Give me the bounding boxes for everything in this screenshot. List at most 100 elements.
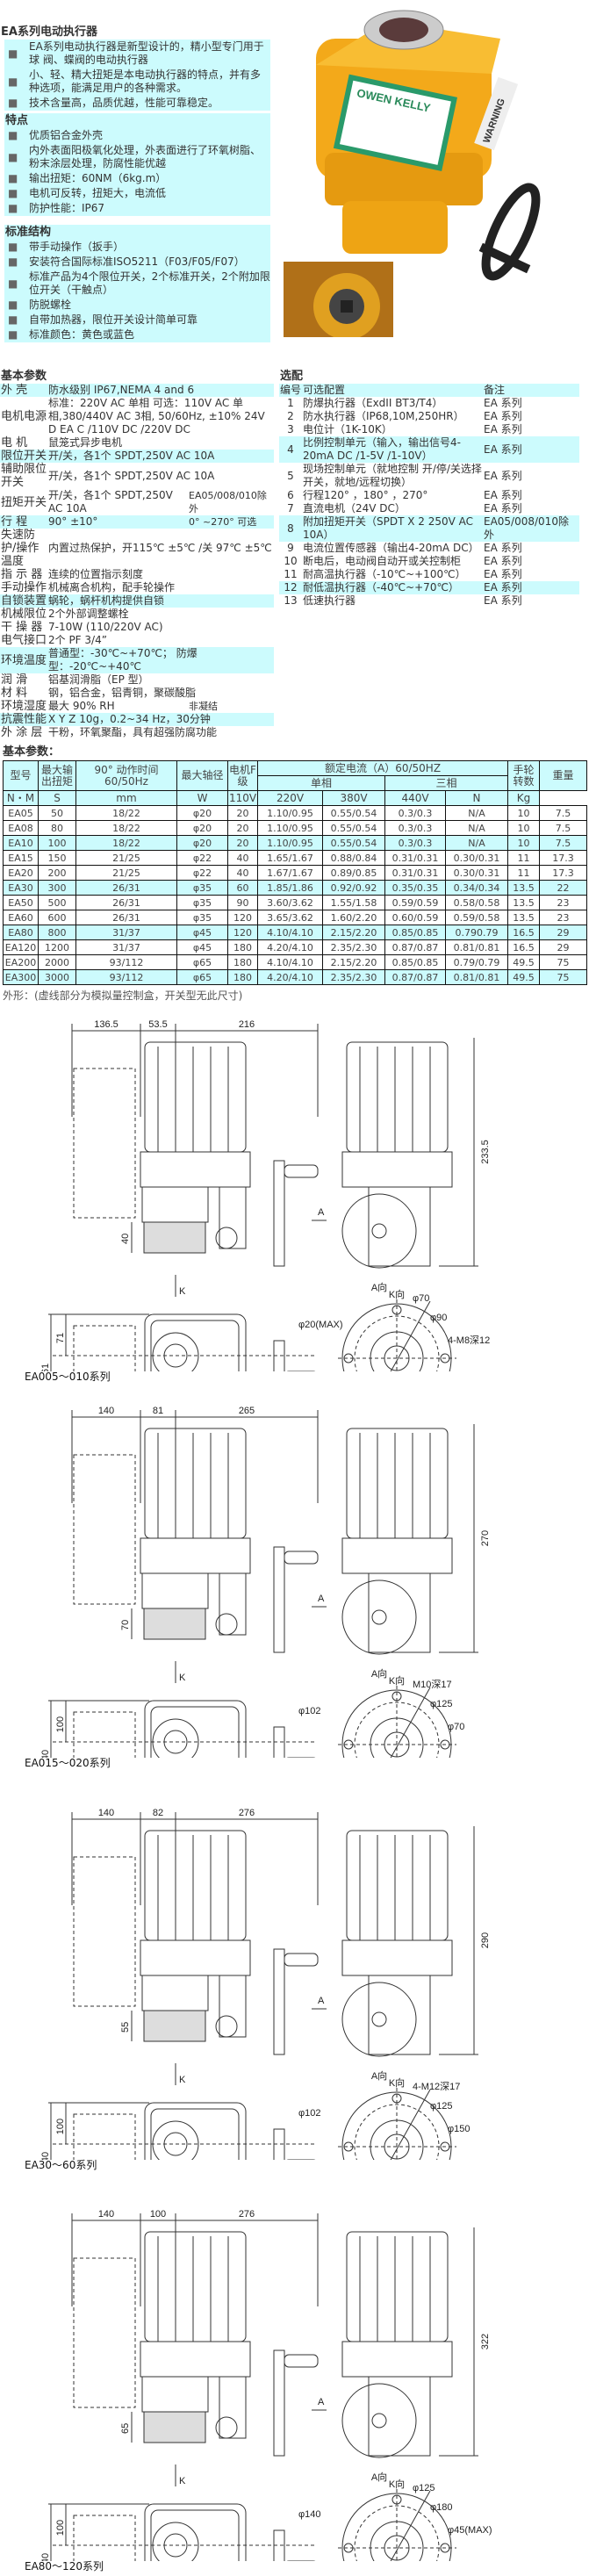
k-view <box>338 2088 456 2160</box>
col-motor: 电机F级 <box>227 760 258 791</box>
param-label: 材 料 <box>1 687 28 700</box>
spec-cell: 1.67/1.67 <box>257 865 323 881</box>
col-shaft: 最大轴径 <box>176 760 228 791</box>
dimension-label: A <box>318 2397 325 2407</box>
option-no: 8 <box>279 515 302 542</box>
spec-cell: φ20 <box>176 820 228 836</box>
side-view <box>73 1428 319 1653</box>
structure-item: ■ 防脱螺栓 <box>4 298 270 313</box>
spec-cell: 20 <box>227 805 258 821</box>
structure-section: 标准结构 ■带手动操作（扳手）■安装符合国际标准ISO5211（F03/F05/… <box>4 225 270 342</box>
spec-cell: 2.15/2.20 <box>322 925 385 940</box>
spec-cell: 180 <box>227 939 258 955</box>
param-label: 电气接口 <box>1 634 47 647</box>
features-item: ■输出扭矩：60NM（6kg.m） <box>4 171 270 186</box>
spec-cell: 1.65/1.67 <box>257 850 323 866</box>
spec-cell: 0.87/0.87 <box>384 969 446 985</box>
spec-cell: 0.81/0.81 <box>444 969 509 985</box>
option-remark: EA 系列 <box>483 436 579 463</box>
option-config: 附加扭矩开关（SPDT X 2 250V AC 10A） <box>302 515 483 542</box>
spec-cell: 49.5 <box>507 954 541 970</box>
dimension-label: φ70 <box>413 1293 429 1304</box>
spec-cell: 1.55/1.58 <box>322 895 385 910</box>
param-label: 环境湿度 <box>1 700 47 713</box>
params-row: 环境温度普通型：-30℃~+70℃； 防爆型：-20℃~+40℃ <box>0 647 274 673</box>
dimension-label: 161 <box>40 1364 51 1371</box>
spec-cell: 0.790.79 <box>444 925 509 940</box>
option-config: 耐高温执行器（-10℃~+100℃） <box>303 568 466 580</box>
features-title: 特点 <box>5 114 29 127</box>
param-value: 2个外部调整螺栓 <box>48 608 129 620</box>
dimension-label: 276 <box>239 2209 255 2220</box>
params-row: 电机电源标准：220V AC 单相 可选：110V AC 单相,380/440V… <box>0 397 274 436</box>
param-note: EA05/008/010除外 <box>189 490 267 514</box>
option-remark: EA 系列 <box>484 489 522 501</box>
spec-cell: φ65 <box>176 969 228 985</box>
structure-item: ■带手动操作（扳手） <box>4 240 270 255</box>
col-torque: 最大输出扭矩 <box>38 760 76 791</box>
spec-cell: EA80 <box>3 925 39 940</box>
spec-cell: 1.85/1.86 <box>257 880 323 896</box>
spec-cell: 4.10/4.10 <box>257 954 323 970</box>
bullet-icon: ■ <box>8 299 18 311</box>
spec-cell: 22 <box>539 880 588 896</box>
spec-cell: 20 <box>227 835 258 851</box>
spec-cell: 10 <box>507 805 541 821</box>
spec-cell: 0.88/0.84 <box>322 850 385 866</box>
spec-cell: 11 <box>507 865 541 881</box>
option-no: 6 <box>287 489 294 501</box>
top-view <box>73 1313 316 1371</box>
param-label: 润 滑 <box>1 673 28 687</box>
dimension-label: 100 <box>55 2119 66 2134</box>
spec-title: 基本参数： <box>3 745 61 759</box>
option-config: 防水执行器（IP68,10M,250HR） <box>303 410 464 422</box>
unit-cell: mm <box>75 790 177 806</box>
handwheel <box>481 183 541 281</box>
spec-cell: 7.5 <box>539 835 588 851</box>
dimension-label: 140 <box>98 2209 114 2220</box>
dimension-label: φ70 <box>448 1722 464 1732</box>
spec-cell: 7.5 <box>539 820 588 836</box>
unit-cell: Kg <box>507 790 541 806</box>
spec-cell: EA10 <box>3 835 39 851</box>
spec-cell: 1.10/0.95 <box>257 805 323 821</box>
spec-cell: φ20 <box>176 805 228 821</box>
param-label: 抗震性能 <box>0 713 47 726</box>
spec-cell: EA30 <box>3 880 39 896</box>
dimension-label: φ125 <box>430 2101 453 2112</box>
spec-cell: 26/31 <box>75 910 177 925</box>
spec-cell: φ35 <box>176 895 228 910</box>
spec-cell: 4.20/4.10 <box>257 939 323 955</box>
spec-cell: 29 <box>539 939 588 955</box>
features-item: ■防护性能：IP67 <box>4 201 270 216</box>
option-no: 5 <box>287 469 294 482</box>
dimension-label: 55 <box>120 2022 131 2033</box>
spec-cell: 29 <box>539 925 588 940</box>
spec-cell: 13.5 <box>507 895 541 910</box>
option-no: 11 <box>284 568 298 580</box>
dimension-label: A向 <box>371 1281 387 1293</box>
bullet-icon: ■ <box>8 172 18 184</box>
structure-item-text: 防脱螺栓 <box>29 299 72 311</box>
option-remark: EA 系列 <box>484 542 522 554</box>
param-value: 标准：220V AC 单相 可选：110V AC 单相,380/440V AC … <box>48 397 265 435</box>
option-config: 防爆执行器（ExdII BT3/T4） <box>303 397 443 409</box>
spec-cell: 0.89/0.85 <box>322 865 385 881</box>
spec-cell: 31/37 <box>75 925 177 940</box>
spec-cell: 2.35/2.30 <box>322 969 385 985</box>
spec-cell: 4.20/4.10 <box>257 969 323 985</box>
spec-cell: 600 <box>38 910 76 925</box>
option-remark: EA 系列 <box>484 502 522 514</box>
dimension-label: 290 <box>480 1932 491 1948</box>
spec-cell: 40 <box>227 850 258 866</box>
